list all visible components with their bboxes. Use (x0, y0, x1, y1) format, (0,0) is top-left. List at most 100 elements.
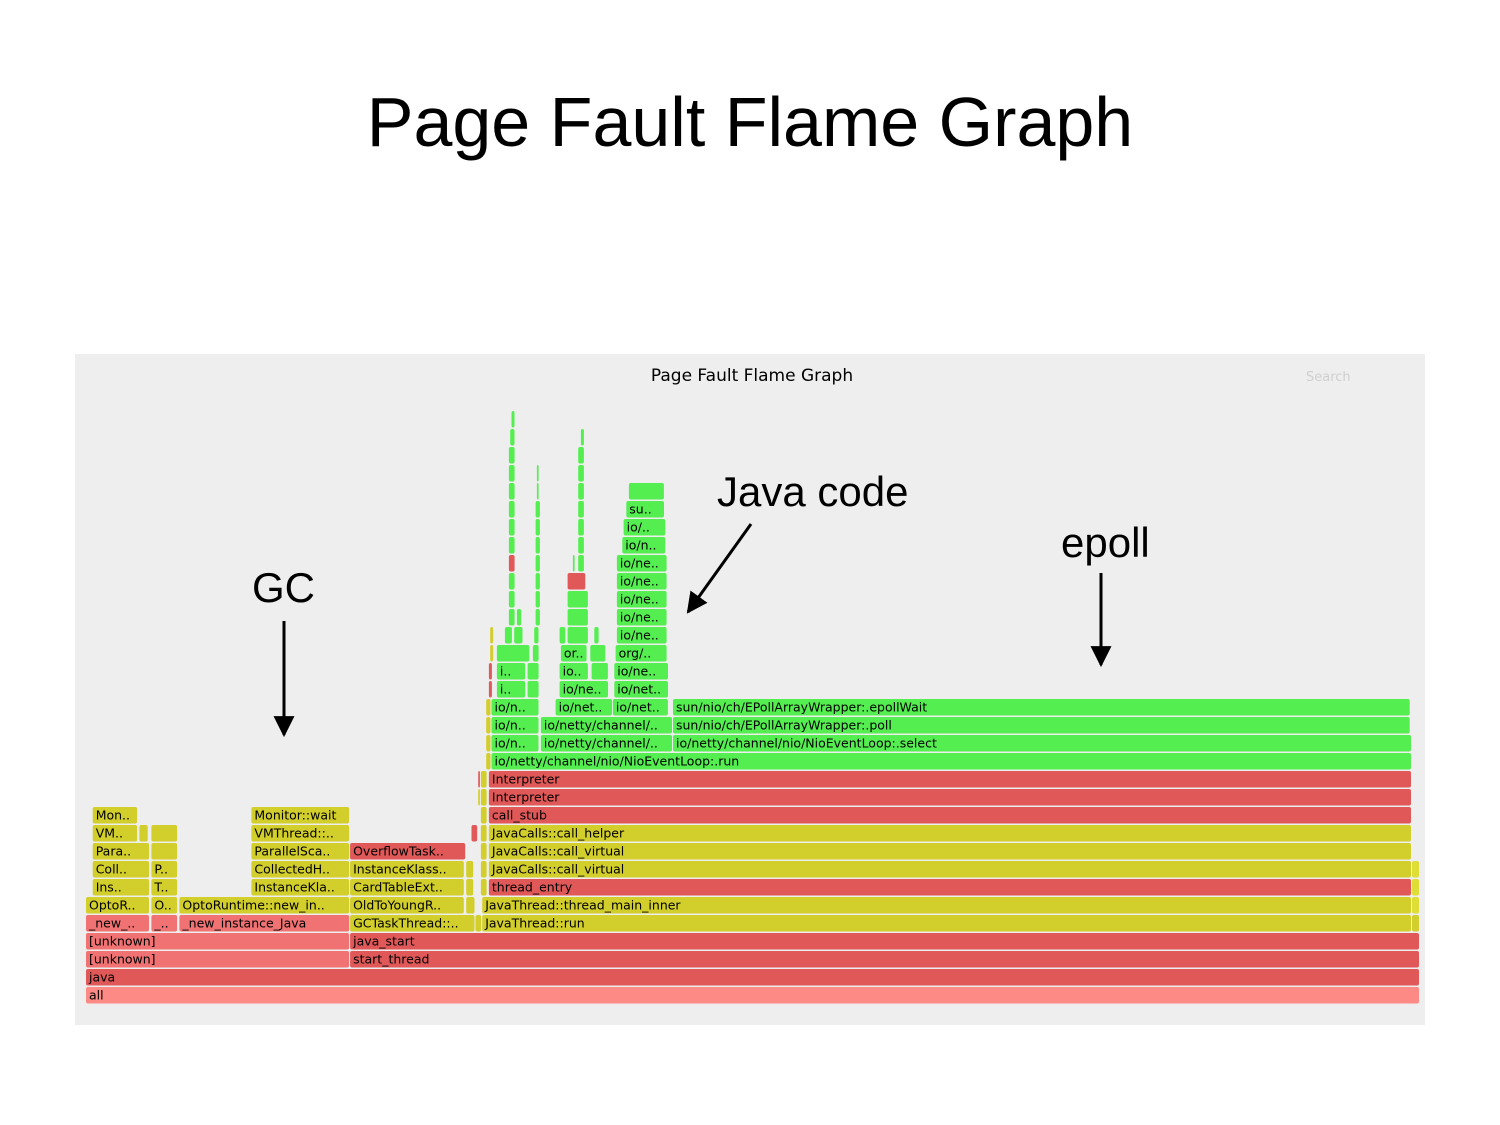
frame-rect[interactable] (626, 501, 664, 518)
frame[interactable] (567, 591, 588, 608)
frame-rect[interactable] (540, 735, 672, 752)
frame-rect[interactable] (251, 843, 350, 860)
frame[interactable] (480, 843, 487, 860)
frame[interactable] (567, 627, 588, 644)
frame-rect[interactable] (527, 663, 539, 680)
frame[interactable] (480, 807, 487, 824)
frame[interactable]: su.. (626, 501, 664, 518)
frame-rect[interactable] (488, 861, 1411, 878)
frame-rect[interactable] (508, 591, 515, 608)
frame[interactable]: sun/nio/ch/EPollArrayWrapper:.poll (673, 717, 1410, 734)
frame-rect[interactable] (86, 897, 149, 914)
frame-rect[interactable] (616, 609, 667, 626)
frame[interactable] (508, 465, 515, 482)
frame[interactable] (590, 645, 606, 662)
frame[interactable] (628, 483, 664, 500)
frame[interactable]: InstanceKlass.. (350, 861, 464, 878)
frame-rect[interactable] (616, 591, 667, 608)
frame-rect[interactable] (615, 645, 667, 662)
frame[interactable] (580, 429, 584, 446)
frame[interactable]: call_stub (488, 807, 1411, 824)
frame[interactable]: CardTableExt.. (350, 879, 464, 896)
frame-rect[interactable] (535, 501, 540, 518)
frame[interactable]: P.. (151, 861, 178, 878)
frame-rect[interactable] (511, 411, 515, 428)
frame-rect[interactable] (490, 645, 494, 662)
frame-rect[interactable] (151, 861, 178, 878)
frame[interactable]: JavaThread::run (482, 915, 1411, 932)
frame[interactable]: io/ne.. (616, 627, 667, 644)
frame-rect[interactable] (508, 573, 515, 590)
frame[interactable]: io/n.. (491, 699, 539, 716)
frame[interactable]: io/ne.. (616, 591, 667, 608)
frame[interactable]: VM.. (92, 825, 138, 842)
frame[interactable] (536, 483, 539, 500)
frame-rect[interactable] (504, 627, 512, 644)
frame-rect[interactable] (251, 807, 350, 824)
frame-rect[interactable] (508, 465, 515, 482)
frame-rect[interactable] (491, 699, 539, 716)
frame-rect[interactable] (1412, 897, 1419, 914)
frame-rect[interactable] (508, 555, 515, 572)
frame[interactable] (578, 483, 584, 500)
frame[interactable]: all (86, 987, 1419, 1004)
frame[interactable]: Interpreter (488, 771, 1411, 788)
frame[interactable]: T.. (151, 879, 178, 896)
frame[interactable] (578, 537, 584, 554)
frame-rect[interactable] (567, 573, 586, 590)
frame-rect[interactable] (488, 843, 1411, 860)
frame[interactable]: OptoRuntime::new_in.. (179, 897, 350, 914)
frame-rect[interactable] (560, 645, 587, 662)
frame-rect[interactable] (251, 861, 350, 878)
frame[interactable] (578, 447, 584, 464)
frame-rect[interactable] (475, 915, 482, 932)
frame[interactable]: Coll.. (92, 861, 150, 878)
frame[interactable]: Mon.. (92, 807, 138, 824)
frame[interactable] (572, 555, 575, 572)
frame-rect[interactable] (488, 789, 1411, 806)
frame[interactable] (535, 555, 540, 572)
frame[interactable]: JavaCalls::call_virtual (488, 843, 1411, 860)
frame[interactable]: io/netty/channel/nio/NioEventLoop:.run (491, 753, 1412, 770)
frame[interactable] (508, 573, 515, 590)
frame[interactable] (466, 879, 474, 896)
frame-rect[interactable] (86, 987, 1419, 1004)
frame[interactable] (490, 627, 494, 644)
frame-rect[interactable] (508, 609, 515, 626)
frame-rect[interactable] (86, 951, 350, 968)
frame-rect[interactable] (580, 429, 584, 446)
frame-rect[interactable] (86, 915, 149, 932)
frame[interactable] (486, 735, 491, 752)
frame-rect[interactable] (673, 735, 1411, 752)
frame-rect[interactable] (478, 789, 480, 806)
frame[interactable] (478, 771, 480, 788)
frame-rect[interactable] (488, 879, 1411, 896)
frame-rect[interactable] (496, 663, 526, 680)
frame-rect[interactable] (151, 843, 178, 860)
frame[interactable]: O.. (151, 897, 178, 914)
frame[interactable] (139, 825, 148, 842)
frame-rect[interactable] (480, 843, 487, 860)
frame-rect[interactable] (480, 771, 487, 788)
frame-rect[interactable] (251, 879, 350, 896)
frame-rect[interactable] (151, 879, 178, 896)
frame-rect[interactable] (86, 933, 350, 950)
frame[interactable] (514, 627, 523, 644)
frame-rect[interactable] (673, 717, 1410, 734)
frame[interactable] (466, 897, 475, 914)
frame-rect[interactable] (572, 555, 575, 572)
frame[interactable]: io.. (559, 663, 588, 680)
frame[interactable] (527, 663, 539, 680)
frame[interactable]: Interpreter (488, 789, 1411, 806)
frame-rect[interactable] (496, 681, 526, 698)
frame[interactable] (486, 717, 491, 734)
frame[interactable]: Monitor::wait (251, 807, 350, 824)
frame-rect[interactable] (151, 897, 178, 914)
frame[interactable]: io/netty/channel/.. (540, 735, 672, 752)
frame[interactable]: JavaThread::thread_main_inner (482, 897, 1411, 914)
frame-rect[interactable] (535, 609, 540, 626)
frame-rect[interactable] (616, 555, 667, 572)
frame[interactable]: io/net.. (555, 699, 612, 716)
frame-rect[interactable] (578, 465, 584, 482)
frame[interactable] (1412, 897, 1419, 914)
